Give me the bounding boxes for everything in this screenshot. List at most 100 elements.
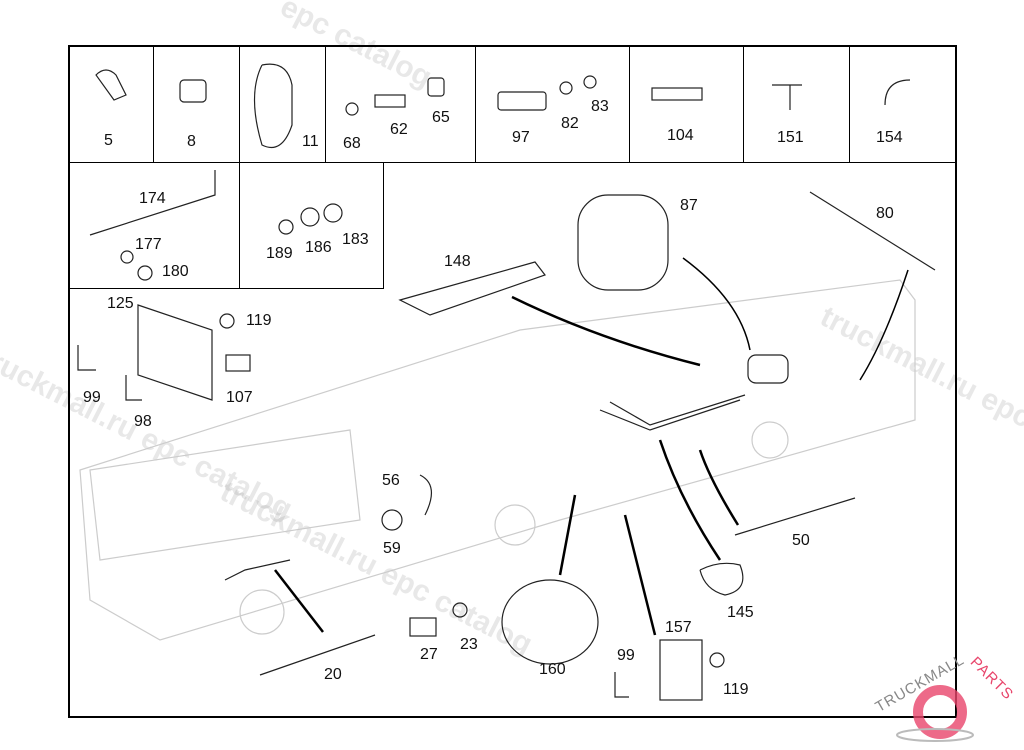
callout-174[interactable]: 174 xyxy=(139,190,166,207)
callout-59[interactable]: 59 xyxy=(383,540,401,557)
cell-part-154[interactable] xyxy=(850,47,957,163)
arrow-80 xyxy=(859,269,909,381)
seal-part-183 xyxy=(323,203,343,223)
arrow-87 xyxy=(682,257,751,351)
bolt-part-97 xyxy=(497,91,547,111)
plug-part-189 xyxy=(278,219,294,235)
cell-parts-68-62-65[interactable] xyxy=(326,47,476,163)
arrow-50 xyxy=(698,449,740,526)
arrow-20 xyxy=(274,569,324,633)
arrow-157 xyxy=(623,514,657,636)
callout-8[interactable]: 8 xyxy=(187,133,196,150)
callout-50[interactable]: 50 xyxy=(792,532,810,549)
valve-part-99b xyxy=(614,672,629,698)
hose-part-56 xyxy=(419,474,432,516)
callout-5[interactable]: 5 xyxy=(104,132,113,149)
nut-part-119b xyxy=(709,652,725,668)
sensor-cable xyxy=(224,559,291,581)
callout-148[interactable]: 148 xyxy=(444,253,471,270)
callout-20[interactable]: 20 xyxy=(324,666,342,683)
truckmall-parts-logo: TRUCKMALL PARTS xyxy=(870,650,1020,750)
pipes-bundle xyxy=(599,394,746,431)
callout-177[interactable]: 177 xyxy=(135,236,162,253)
callout-68[interactable]: 68 xyxy=(343,135,361,152)
connector-part-104 xyxy=(651,87,703,101)
callout-183[interactable]: 183 xyxy=(342,231,369,248)
callout-82[interactable]: 82 xyxy=(561,115,579,132)
plate-part-157 xyxy=(659,639,703,701)
bus-outline xyxy=(79,279,916,641)
callout-98[interactable]: 98 xyxy=(134,413,152,430)
callout-180[interactable]: 180 xyxy=(162,263,189,280)
callout-56[interactable]: 56 xyxy=(382,472,400,489)
callout-87[interactable]: 87 xyxy=(680,197,698,214)
callout-104[interactable]: 104 xyxy=(667,127,694,144)
fitting-part-62 xyxy=(374,94,406,108)
callout-80[interactable]: 80 xyxy=(876,205,894,222)
cell-parts-97-82-83[interactable] xyxy=(476,47,630,163)
callout-125[interactable]: 125 xyxy=(107,295,134,312)
bellows-part-160 xyxy=(501,579,599,665)
callout-62[interactable]: 62 xyxy=(390,121,408,138)
elbow-part-154 xyxy=(884,79,911,106)
cable-tie-part-11 xyxy=(253,63,293,149)
washer-part-83 xyxy=(583,75,597,89)
callout-83[interactable]: 83 xyxy=(591,98,609,115)
cell-part-5[interactable] xyxy=(70,47,154,163)
callout-189[interactable]: 189 xyxy=(266,245,293,262)
callout-65[interactable]: 65 xyxy=(432,109,450,126)
union-part-27 xyxy=(409,617,437,637)
parts-diagram-frame xyxy=(68,45,957,718)
nut-part-119 xyxy=(219,313,235,329)
callout-99[interactable]: 99 xyxy=(83,389,101,406)
hose-part-20 xyxy=(259,634,376,676)
nut-part-68 xyxy=(345,102,359,116)
tee-part-151 xyxy=(772,84,802,110)
grommet-part-59 xyxy=(381,509,403,531)
cell-parts-189-186-183[interactable] xyxy=(240,163,384,289)
nut-part-23 xyxy=(452,602,468,618)
gear-logo-icon xyxy=(896,685,974,742)
callout-119[interactable]: 119 xyxy=(723,681,749,698)
callout-97[interactable]: 97 xyxy=(512,129,530,146)
cell-parts-174-177-180[interactable] xyxy=(70,163,240,289)
nut-part-82 xyxy=(559,81,573,95)
dryer xyxy=(747,354,789,384)
callout-99[interactable]: 99 xyxy=(617,647,635,664)
valve-part-98 xyxy=(125,375,142,401)
callout-23[interactable]: 23 xyxy=(460,636,478,653)
line-part-174 xyxy=(89,170,216,236)
grommet-part-8 xyxy=(179,79,207,103)
callout-160[interactable]: 160 xyxy=(539,661,566,678)
callout-145[interactable]: 145 xyxy=(727,604,754,621)
arrow-148 xyxy=(511,295,701,367)
cell-part-11[interactable] xyxy=(240,47,326,163)
union-part-107 xyxy=(225,354,251,372)
heat-shield-part-148 xyxy=(398,261,546,316)
arrow-160 xyxy=(558,494,577,576)
cell-part-8[interactable] xyxy=(154,47,240,163)
callout-27[interactable]: 27 xyxy=(420,646,438,663)
clamp-part-5 xyxy=(95,69,127,101)
callout-151[interactable]: 151 xyxy=(777,129,804,146)
tank-part-87 xyxy=(577,194,669,291)
valve-part-99 xyxy=(77,345,96,371)
ring-part-186 xyxy=(300,207,320,227)
callout-186[interactable]: 186 xyxy=(305,239,332,256)
cell-part-151[interactable] xyxy=(744,47,850,163)
bracket-part-125 xyxy=(137,304,213,401)
cell-part-104[interactable] xyxy=(630,47,744,163)
callout-107[interactable]: 107 xyxy=(226,389,253,406)
hose-part-145 xyxy=(699,562,744,596)
hose-part-80 xyxy=(809,191,936,271)
callout-157[interactable]: 157 xyxy=(665,619,692,636)
hose-part-50 xyxy=(734,497,856,536)
nut-part-180 xyxy=(137,265,153,281)
callout-11[interactable]: 11 xyxy=(302,133,319,150)
callout-154[interactable]: 154 xyxy=(876,129,903,146)
plug-part-65 xyxy=(427,77,445,97)
callout-119[interactable]: 119 xyxy=(246,312,272,329)
washer-part-177 xyxy=(120,250,134,264)
arrow-145 xyxy=(658,439,722,561)
